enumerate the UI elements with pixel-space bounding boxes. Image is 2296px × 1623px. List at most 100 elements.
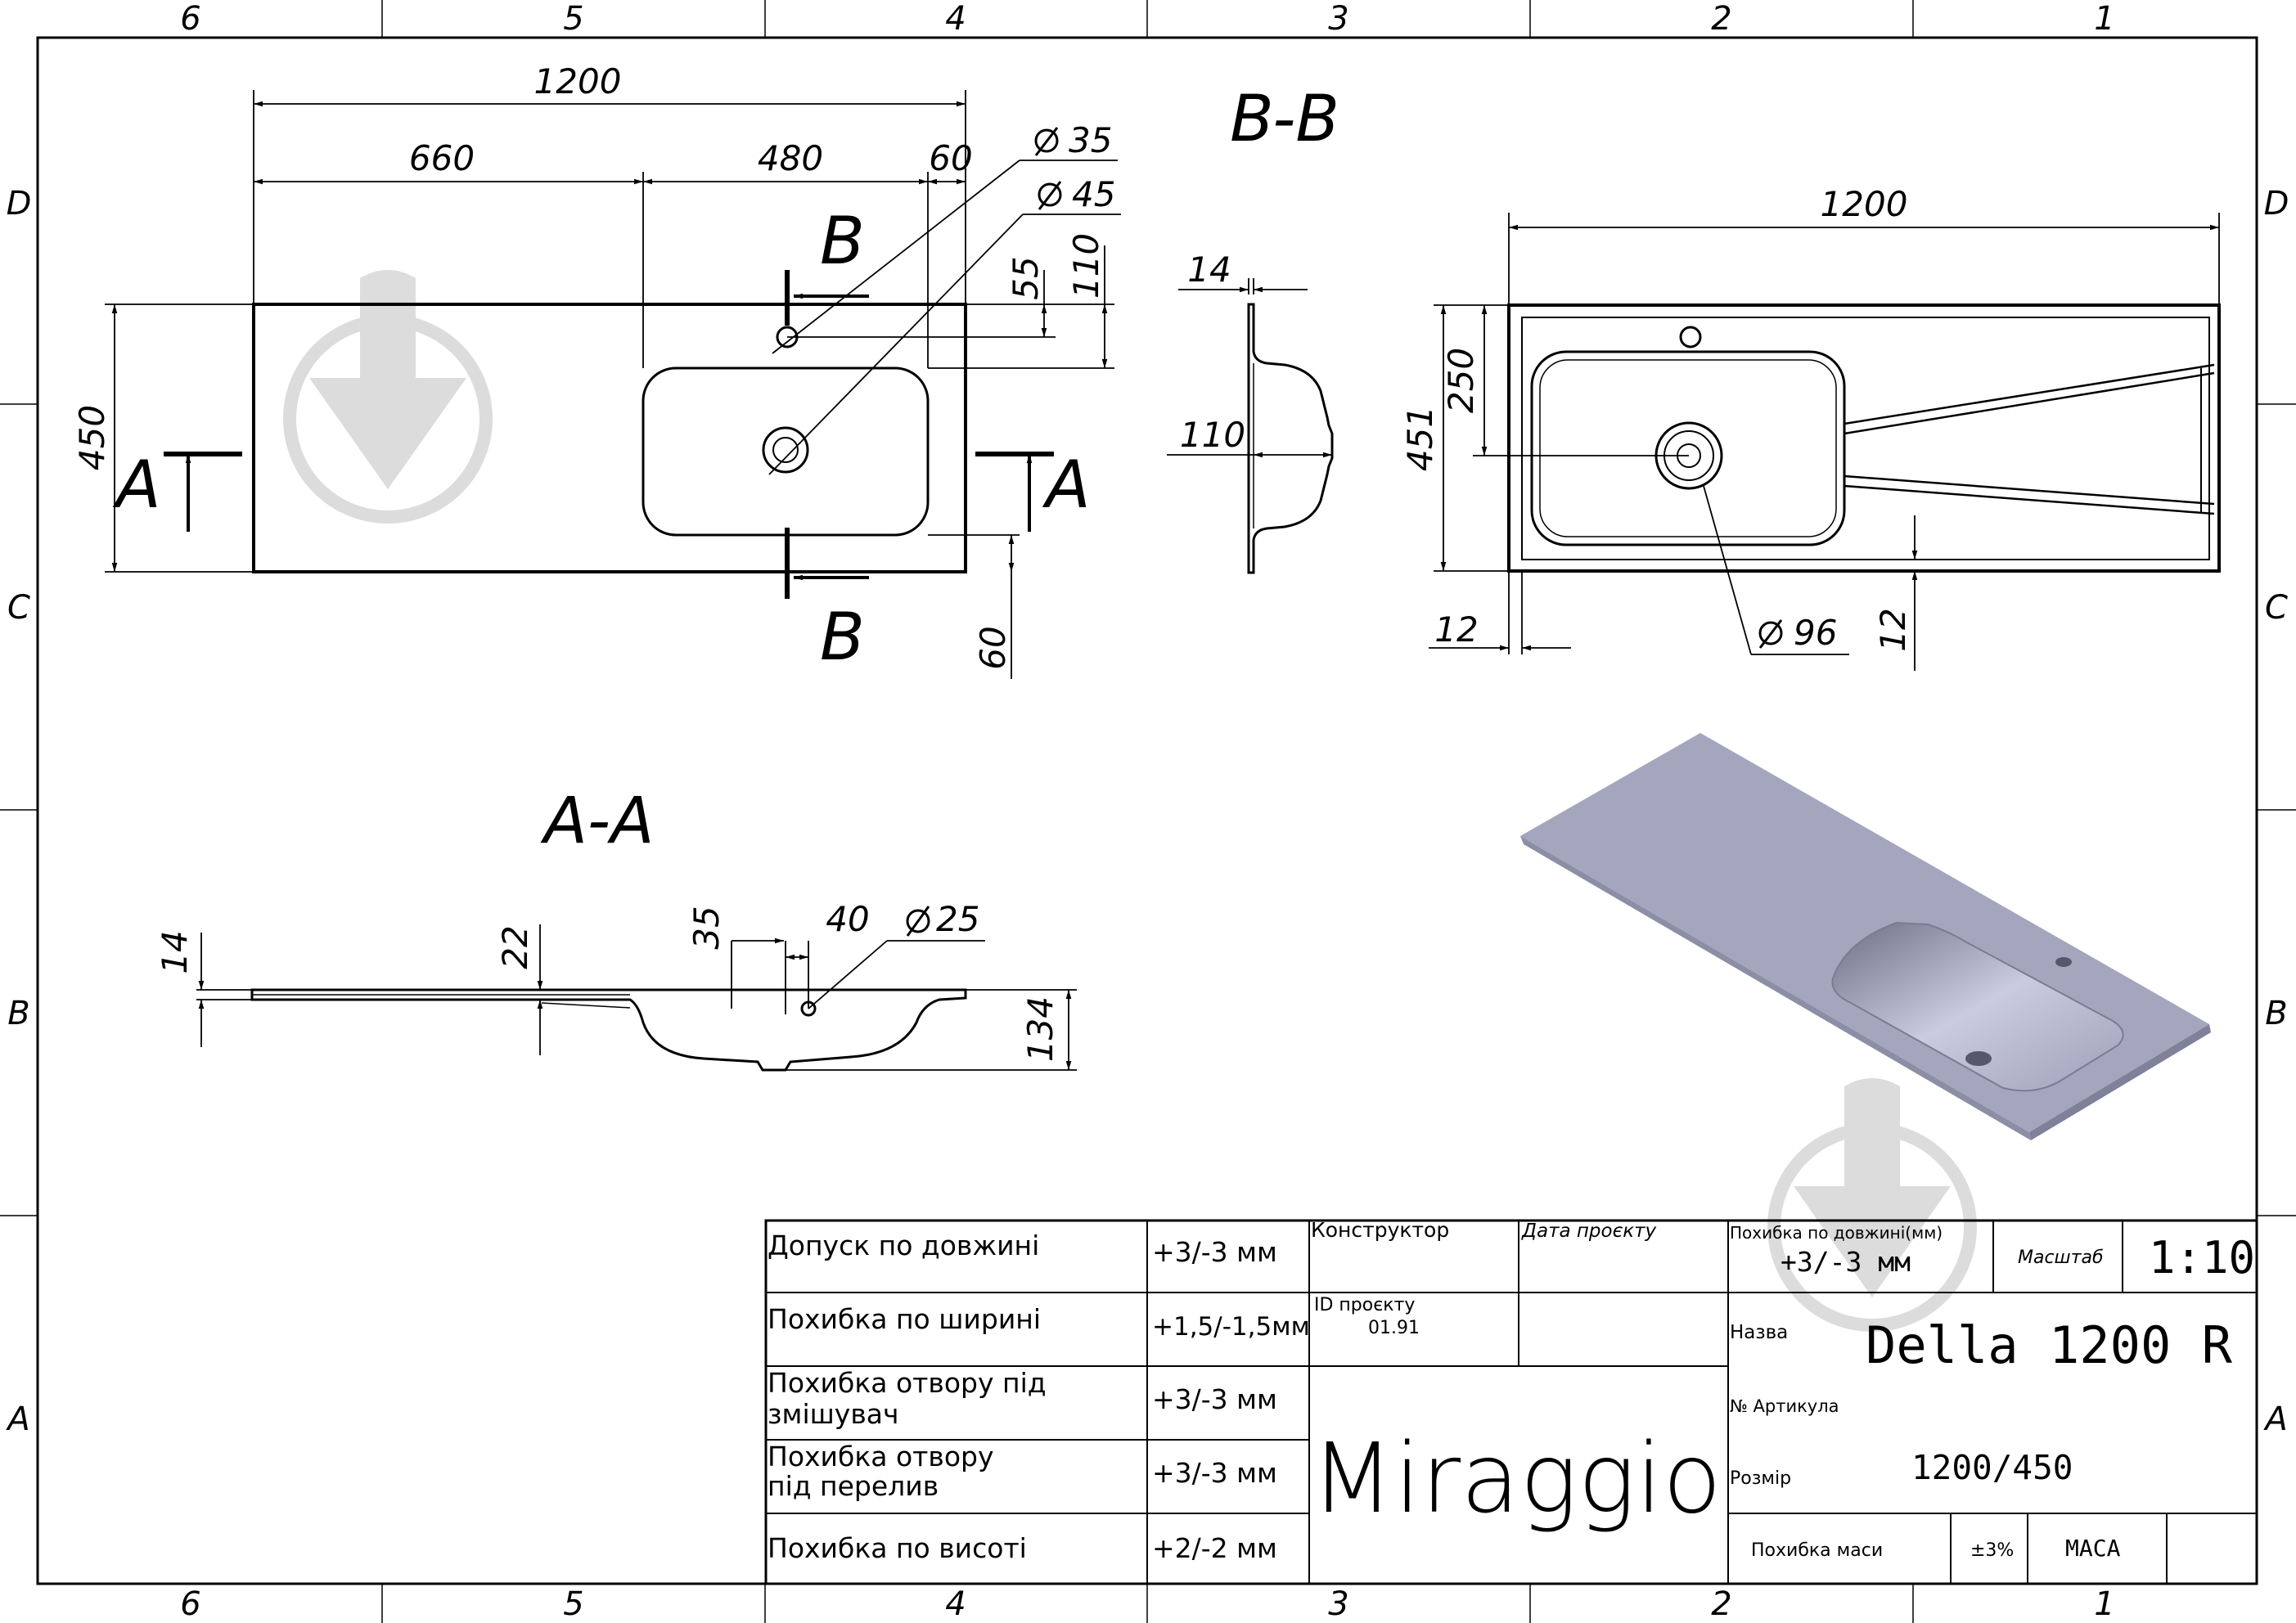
- column-label: 6: [180, 1585, 200, 1623]
- row-label: C: [2265, 589, 2288, 627]
- size-value: 1200/450: [1911, 1448, 2073, 1487]
- dim-depth: 134: [1020, 996, 1060, 1062]
- diameter-symbol: [1758, 621, 1783, 645]
- tolerance-value: +3/-3 мм: [1152, 1236, 1277, 1268]
- dim-thickness: 14: [155, 930, 195, 973]
- column-label: 1: [2094, 1585, 2114, 1623]
- dim-diameter-96: 96: [1794, 613, 1837, 653]
- tolerance-value: +3/-3 мм: [1152, 1457, 1277, 1489]
- basin-outline: [642, 366, 930, 537]
- tolerance-label: Похибка по ширині: [768, 1303, 1041, 1335]
- length-tolerance-label: Похибка по довжині(мм): [1730, 1223, 1943, 1243]
- article-label: № Артикула: [1730, 1396, 1839, 1416]
- cut-label-a-left: A: [112, 447, 161, 523]
- column-label: 6: [180, 0, 200, 38]
- title-block: [764, 1219, 2258, 1585]
- length-tolerance-value: +3/-3 мм: [1781, 1246, 1911, 1278]
- section-title-bb: B-B: [1230, 83, 1339, 156]
- dim-slope: 22: [495, 925, 535, 969]
- name-label: Назва: [1730, 1322, 1788, 1343]
- countertop-outline: [1507, 303, 2221, 573]
- dim-edge-bottom: 12: [1873, 608, 1913, 651]
- watermark-icon: [283, 270, 493, 524]
- project-date-label: Дата проєкту: [1521, 1221, 1656, 1242]
- column-label: 4: [945, 1585, 966, 1623]
- dim-drain-offset: 250: [1441, 348, 1481, 413]
- column-label: 5: [563, 0, 583, 38]
- tolerance-value: +3/-3 мм: [1152, 1383, 1277, 1415]
- dim-bottom-offset: 60: [973, 626, 1013, 669]
- row-label: D: [2264, 185, 2289, 223]
- diameter-symbol: [1034, 128, 1059, 153]
- plan-view: 1200 660 480 60 35 45 55 110 450 60 A A …: [72, 61, 1121, 679]
- tolerance-label: змішувач: [768, 1398, 899, 1430]
- cut-label-b-bottom: B: [820, 599, 865, 675]
- row-labels-right: D C B A: [2262, 185, 2289, 1438]
- diameter-symbol: [906, 909, 930, 933]
- tap-hole: [1679, 326, 1702, 348]
- tolerance-label: Похибка отвору: [768, 1441, 994, 1472]
- row-label: C: [7, 589, 30, 627]
- dim-diameter-25: 25: [936, 899, 979, 939]
- section-title-aa: A-A: [540, 785, 655, 858]
- tolerance-value: +2/-2 мм: [1152, 1532, 1277, 1564]
- cut-label-b-top: B: [820, 203, 865, 279]
- drain-hole: [762, 426, 809, 474]
- column-label: 1: [2094, 0, 2114, 38]
- dim-bowl-offset: 110: [1066, 233, 1106, 299]
- size-label: Розмір: [1730, 1468, 1791, 1489]
- row-label: A: [5, 1400, 29, 1438]
- column-label: 5: [563, 1585, 583, 1623]
- row-label: B: [7, 995, 29, 1032]
- column-label: 2: [1711, 0, 1731, 38]
- row-label: A: [2262, 1400, 2287, 1438]
- row-label: B: [2265, 995, 2287, 1032]
- project-id-label: ID проєкту: [1314, 1295, 1415, 1315]
- column-label: 3: [1328, 0, 1348, 38]
- dim-diameter-35: 35: [1069, 120, 1112, 160]
- mass-tolerance-value: ±3%: [1970, 1540, 2014, 1561]
- dim-depth: 110: [1180, 415, 1245, 455]
- scale-value: 1:10: [2149, 1232, 2255, 1284]
- basin-outline: [1530, 350, 1846, 546]
- designer-label: Конструктор: [1311, 1218, 1449, 1242]
- dim-edge-left: 12: [1434, 609, 1478, 650]
- tolerance-label: під перелив: [768, 1470, 939, 1502]
- column-label: 4: [945, 0, 966, 38]
- row-label: D: [7, 185, 32, 223]
- tolerance-value: +1,5/-1,5мм: [1152, 1312, 1310, 1342]
- tolerance-label: Похибка по висоті: [768, 1532, 1027, 1564]
- tolerance-label: Допуск по довжині: [768, 1230, 1039, 1261]
- column-label: 3: [1328, 1585, 1348, 1623]
- cut-label-a-right: A: [1042, 447, 1091, 523]
- dim-overall-length: 1200: [534, 61, 622, 101]
- column-label: 2: [1711, 1585, 1731, 1623]
- row-labels-left: D C B A: [5, 185, 31, 1438]
- product-3d-render: [1520, 733, 2211, 1140]
- watermark-icon: [1767, 1078, 1977, 1332]
- dim-tap-offset: 55: [1006, 256, 1046, 299]
- dim-segment-left: 660: [409, 138, 475, 178]
- brand-logo: Miraggio: [1311, 1422, 1722, 1535]
- countertop-outline: [252, 303, 967, 573]
- column-labels-top: 6 5 4 3 2 1: [180, 0, 2114, 38]
- mass-label: МАСА: [2065, 1535, 2121, 1562]
- dim-segment-bowl: 480: [758, 138, 823, 178]
- title-block-fields: Конструктор Дата проєкту ID проєкту 01.9…: [1311, 1218, 2255, 1562]
- dim-35: 35: [687, 906, 727, 949]
- dim-width: 451: [1400, 406, 1440, 471]
- dim-thickness: 14: [1187, 250, 1231, 290]
- tolerance-label: Похибка отвору під: [768, 1367, 1047, 1399]
- dim-40: 40: [826, 899, 869, 939]
- side-view: 14 110: [1167, 250, 1334, 574]
- dim-length: 1200: [1821, 184, 1908, 224]
- scale-label: Масштаб: [2018, 1248, 2104, 1268]
- product-name: Della 1200 R: [1866, 1315, 2233, 1375]
- dim-diameter-45: 45: [1072, 174, 1115, 214]
- section-aa: A-A 14 22 35 40 25 134: [155, 785, 1077, 1072]
- section-bb: B-B: [1230, 83, 2221, 671]
- column-labels-bottom: 6 5 4 3 2 1: [180, 1585, 2114, 1623]
- dim-segment-right: 60: [929, 138, 972, 178]
- mass-tolerance-label: Похибка маси: [1751, 1540, 1883, 1561]
